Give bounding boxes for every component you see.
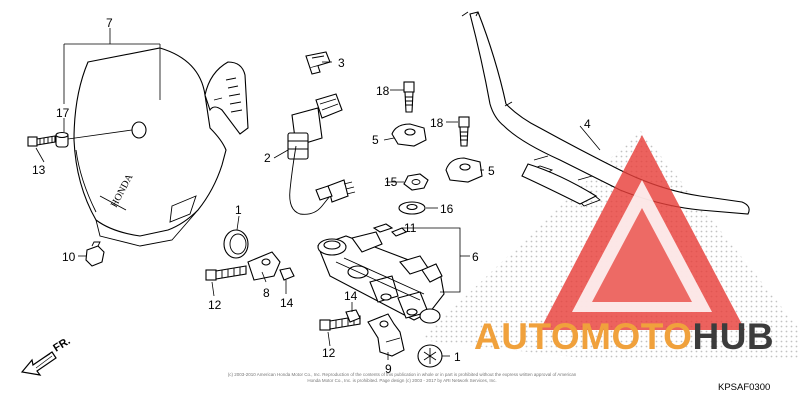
watermark-text-b: HUB xyxy=(692,316,775,357)
callout-18-upper: 18 xyxy=(376,84,390,98)
callout-9: 9 xyxy=(385,362,392,376)
key-3 xyxy=(305,51,331,75)
cap-1-left xyxy=(223,229,249,259)
bolt-18-lower xyxy=(458,116,470,147)
holder-9 xyxy=(367,313,405,357)
cap-1-right xyxy=(417,344,443,368)
direction-label: FR. xyxy=(51,335,72,355)
callout-14-lower: 14 xyxy=(344,289,358,303)
callout-6: 6 xyxy=(472,250,479,264)
holder-5-upper xyxy=(391,123,427,147)
washer-16 xyxy=(398,201,426,215)
leader-lines xyxy=(35,28,601,360)
holder-5-lower xyxy=(445,157,483,183)
bolt-12-upper xyxy=(205,265,247,281)
holder-8 xyxy=(247,251,281,281)
callout-8: 8 xyxy=(263,286,270,300)
handlebar xyxy=(461,11,750,215)
nut-10 xyxy=(85,241,105,267)
bolt-13 xyxy=(27,135,56,147)
callout-16: 16 xyxy=(440,202,454,216)
callout-1-right: 1 xyxy=(454,350,461,364)
callout-11: 11 xyxy=(404,221,417,235)
headlight-cover: HONDA xyxy=(73,47,249,247)
callout-7: 7 xyxy=(106,16,113,30)
callout-3: 3 xyxy=(338,56,345,70)
callout-18-lower: 18 xyxy=(430,116,444,130)
callout-1-left: 1 xyxy=(235,203,242,217)
nut-15 xyxy=(403,173,429,191)
grommet-17 xyxy=(55,131,69,148)
ignition-switch xyxy=(287,93,356,215)
washer-11 xyxy=(372,223,407,237)
callout-numbers: 7 17 13 10 3 2 4 18 18 5 5 15 16 11 6 1 … xyxy=(32,16,591,376)
bolt-18-upper xyxy=(403,81,415,113)
callout-4: 4 xyxy=(584,117,591,131)
top-bridge xyxy=(317,231,445,324)
diagram-code: KPSAF0300 xyxy=(718,382,771,393)
callout-15: 15 xyxy=(384,175,398,189)
nut-14-upper xyxy=(279,267,295,281)
nut-14-lower xyxy=(345,309,361,323)
callout-12-lower: 12 xyxy=(322,346,336,360)
callout-10: 10 xyxy=(62,250,76,264)
callout-12-upper: 12 xyxy=(208,298,222,312)
callout-13: 13 xyxy=(32,163,46,177)
callout-5-lower: 5 xyxy=(488,164,495,178)
copyright-text: (c) 2003-2010 American Honda Motor Co., … xyxy=(227,372,577,383)
callout-5-upper: 5 xyxy=(372,133,379,147)
callout-17: 17 xyxy=(56,106,70,120)
fr-arrow-icon: FR. xyxy=(20,335,73,376)
watermark-text: AUTOMOTOHUB xyxy=(474,318,774,356)
watermark-logo-icon xyxy=(540,135,745,330)
watermark-text-a: AUTOMOTO xyxy=(474,316,693,357)
callout-2: 2 xyxy=(264,151,271,165)
callout-14-upper: 14 xyxy=(280,296,294,310)
